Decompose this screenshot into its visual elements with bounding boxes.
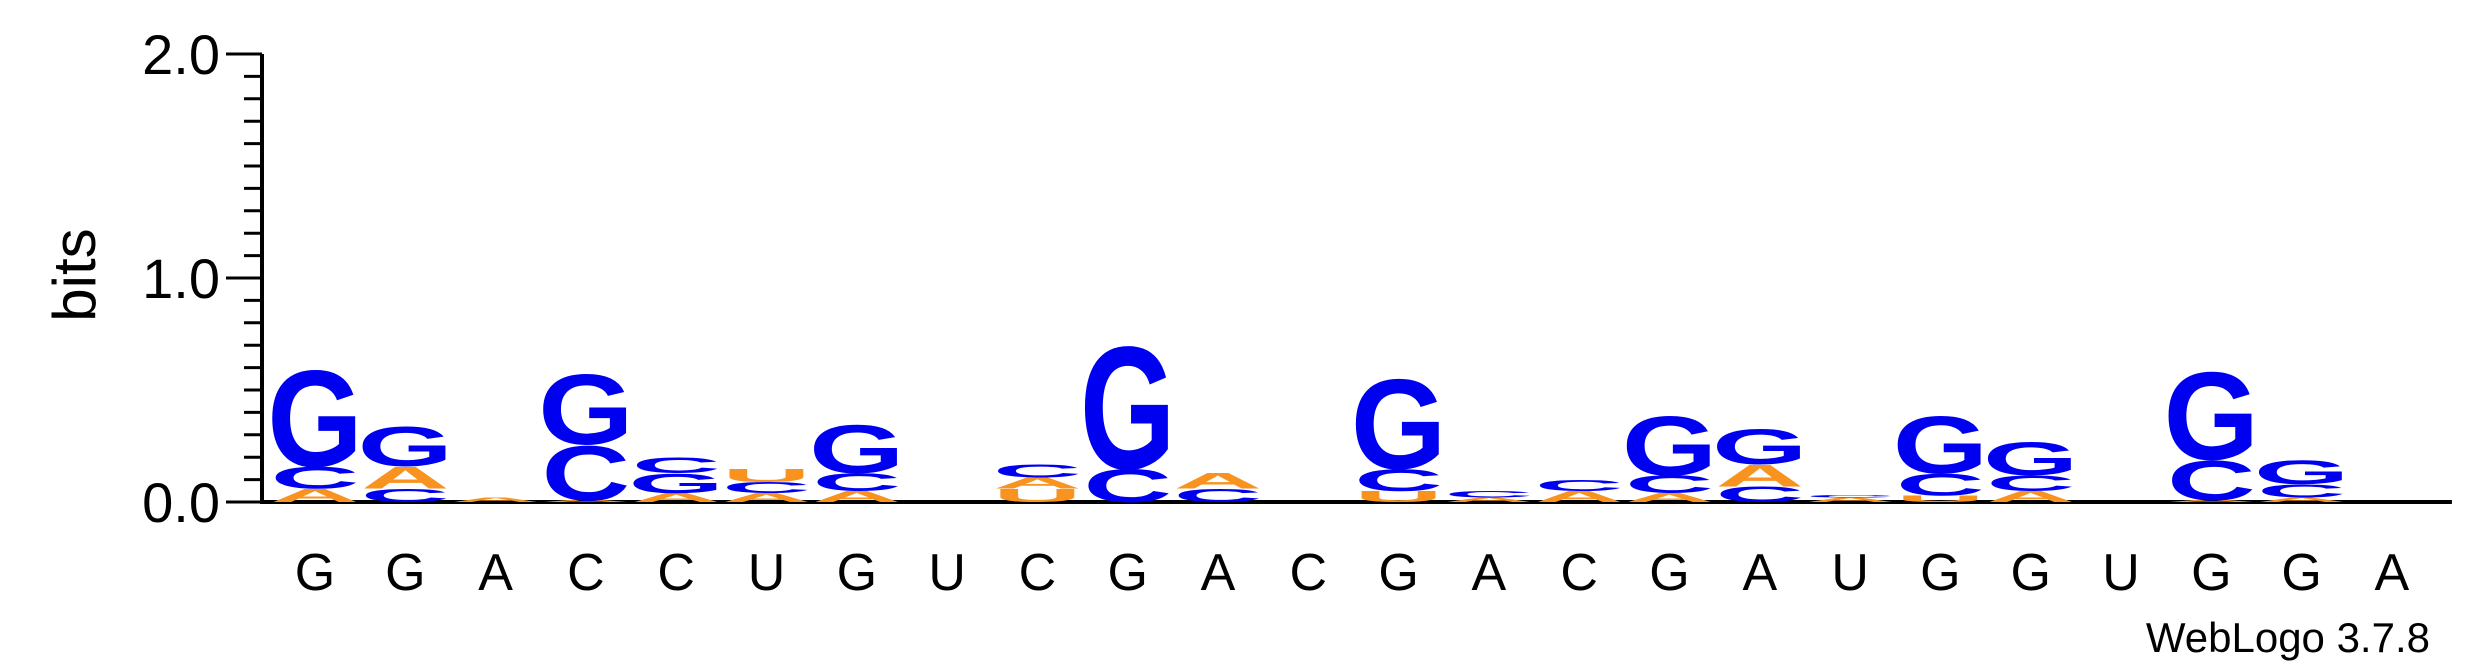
logo-letter-C: C bbox=[1083, 460, 1172, 512]
logo-letter-C: C bbox=[1445, 489, 1534, 499]
weblogo-version-label: WebLogo 3.7.8 bbox=[2146, 614, 2430, 661]
logo-letter-G: G bbox=[1622, 400, 1718, 494]
logo-letter-U: U bbox=[1896, 494, 1985, 504]
x-tick-label: C bbox=[1019, 544, 1057, 602]
x-tick-label: A bbox=[478, 544, 513, 602]
logo-letter-A: A bbox=[1806, 496, 1895, 503]
logo-letter-A: A bbox=[1625, 491, 1714, 505]
logo-letter-G: G bbox=[1080, 311, 1176, 507]
logo-letter-A: A bbox=[812, 488, 901, 506]
logo-letter-A: A bbox=[632, 491, 721, 505]
logo-letter-A: A bbox=[2257, 496, 2346, 503]
logo-letter-A: A bbox=[451, 496, 540, 503]
logo-letter-G: G bbox=[538, 354, 634, 466]
logo-letter-A: A bbox=[722, 491, 811, 505]
logo-letter-U: U bbox=[993, 485, 1082, 506]
logo-letter-C: C bbox=[1354, 463, 1443, 498]
logo-letter-A: A bbox=[542, 499, 631, 502]
x-tick-label: A bbox=[2375, 544, 2410, 602]
logo-letter-A: A bbox=[1174, 469, 1263, 494]
logo-letter-C: C bbox=[993, 460, 1082, 481]
x-tick-label: G bbox=[837, 544, 877, 602]
logo-letter-G: G bbox=[1351, 352, 1447, 496]
logo-letter-C: C bbox=[1715, 482, 1804, 507]
y-tick-label: 1.0 bbox=[142, 247, 220, 310]
x-tick-label: U bbox=[2102, 544, 2140, 602]
logo-letter-A: A bbox=[1445, 496, 1534, 503]
logo-letter-G: G bbox=[2254, 453, 2350, 492]
logo-letter-C: C bbox=[2257, 480, 2346, 501]
logo-letter-C: C bbox=[1986, 471, 2075, 496]
logo-letter-C: C bbox=[632, 453, 721, 478]
logo-letter-C: C bbox=[1806, 495, 1895, 498]
logo-letter-A: A bbox=[1535, 488, 1624, 506]
logo-letter-C: C bbox=[722, 479, 811, 497]
logo-letter-G: G bbox=[1712, 419, 1808, 475]
logo-letter-G: G bbox=[1983, 433, 2079, 485]
logo-letter-G: G bbox=[267, 342, 363, 496]
y-tick-label: 0.0 bbox=[142, 471, 220, 534]
x-tick-label: G bbox=[385, 544, 425, 602]
logo-letter-C: C bbox=[1625, 470, 1714, 498]
logo-letter-C: C bbox=[1896, 467, 1985, 502]
logo-letter-A: A bbox=[993, 474, 1082, 492]
x-tick-label: G bbox=[295, 544, 335, 602]
logo-letter-C: C bbox=[1535, 477, 1624, 495]
logo-letter-C: C bbox=[542, 429, 631, 516]
x-tick-label: A bbox=[1472, 544, 1507, 602]
logo-letter-A: A bbox=[271, 485, 360, 506]
x-tick-label: G bbox=[2281, 544, 2321, 602]
logo-letter-C: C bbox=[1174, 485, 1263, 506]
x-tick-label: A bbox=[1201, 544, 1236, 602]
logo-letter-A: A bbox=[2167, 499, 2256, 502]
axes: 0.0 1.0 2.0 bbox=[142, 23, 2452, 534]
x-tick-label: U bbox=[748, 544, 786, 602]
x-tick-label: C bbox=[567, 544, 605, 602]
x-tick-label: G bbox=[1378, 544, 1418, 602]
x-tick-label: G bbox=[1920, 544, 1960, 602]
logo-letter-G: G bbox=[358, 415, 454, 478]
x-tick-label: C bbox=[1290, 544, 1328, 602]
logo-letter-C: C bbox=[271, 460, 360, 495]
logo-letter-C: C bbox=[2167, 449, 2256, 512]
logo-letter-G: G bbox=[809, 411, 905, 488]
x-tick-label: U bbox=[928, 544, 966, 602]
x-tick-label: A bbox=[1742, 544, 1777, 602]
logo-letter-C: C bbox=[812, 468, 901, 496]
x-tick-label: C bbox=[657, 544, 695, 602]
logo-letter-U: U bbox=[1354, 488, 1443, 506]
y-tick-label: 2.0 bbox=[142, 23, 220, 86]
x-tick-label: G bbox=[2191, 544, 2231, 602]
x-tick-label: G bbox=[1107, 544, 1147, 602]
x-tick-label: C bbox=[1560, 544, 1598, 602]
logo-letter-U: U bbox=[722, 465, 811, 486]
x-tick-label: U bbox=[1831, 544, 1869, 602]
x-tick-label: G bbox=[2010, 544, 2050, 602]
logo-letter-G: G bbox=[628, 467, 724, 499]
logo-letter-A: A bbox=[1715, 458, 1804, 493]
x-tick-label: G bbox=[1649, 544, 1689, 602]
logo-letter-A: A bbox=[361, 460, 450, 495]
logo-letter-C: C bbox=[361, 485, 450, 506]
logo-letter-G: G bbox=[1893, 400, 1989, 491]
logo-letter-A: A bbox=[1986, 488, 2075, 506]
y-axis-label: bits bbox=[41, 228, 108, 321]
logo-letter-G: G bbox=[2164, 347, 2260, 486]
